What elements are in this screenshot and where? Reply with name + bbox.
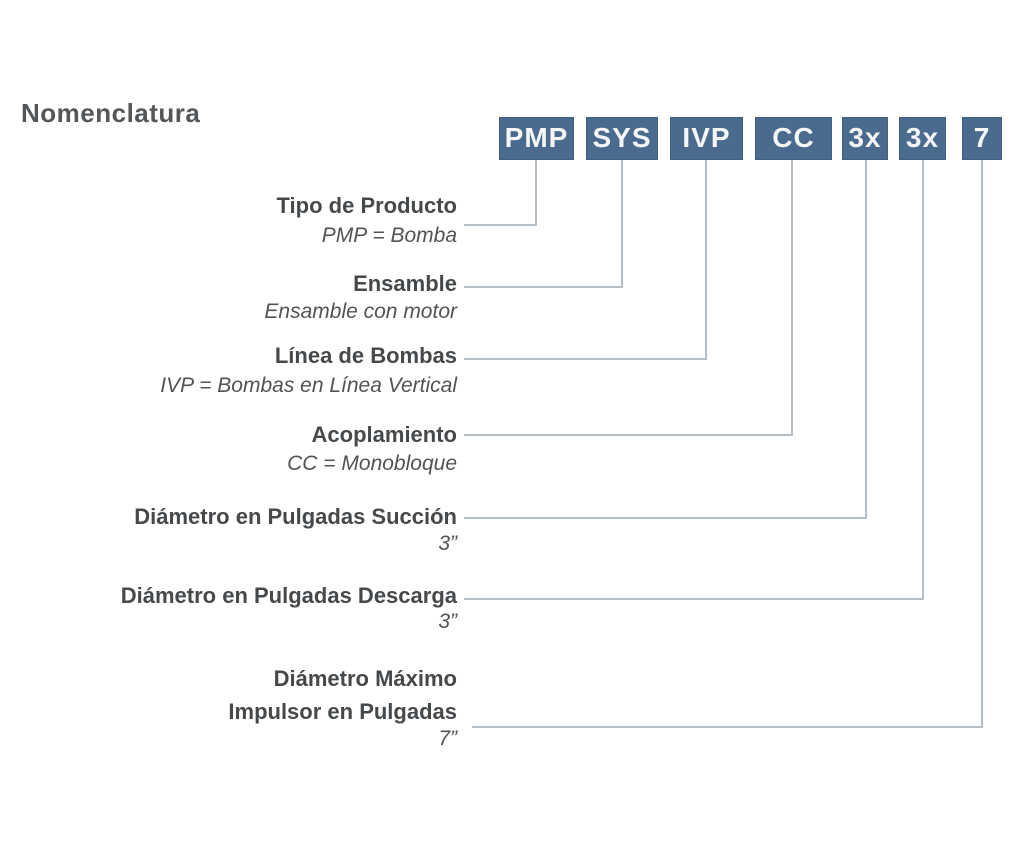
field-label-impeller-diameter-line2: Impulsor en Pulgadas xyxy=(228,699,457,724)
connector-line-coupling xyxy=(464,160,793,436)
field-sublabel-product-type: PMP = Bomba xyxy=(321,224,457,247)
connector-line-product-type xyxy=(464,160,537,226)
page-title: Nomenclatura xyxy=(21,98,201,128)
field-label-product-type: Tipo de Producto xyxy=(276,193,457,218)
code-box-pump-line: IVP xyxy=(670,117,743,160)
field-sublabel-assembly: Ensamble con motor xyxy=(264,300,457,323)
field-sublabel-pump-line: IVP = Bombas en Línea Vertical xyxy=(160,374,457,397)
field-label-assembly: Ensamble xyxy=(353,271,457,296)
connector-line-discharge-diameter xyxy=(464,160,924,600)
field-label-discharge-diameter: Diámetro en Pulgadas Descarga xyxy=(120,583,457,608)
field-label-impeller-diameter-line1: Diámetro Máximo xyxy=(273,666,457,691)
field-sublabel-suction-diameter: 3” xyxy=(438,532,457,555)
field-sublabel-coupling: CC = Monobloque xyxy=(287,452,457,475)
connector-line-impeller-diameter xyxy=(472,160,983,728)
code-box-assembly: SYS xyxy=(586,117,658,160)
field-label-suction-diameter: Diámetro en Pulgadas Succión xyxy=(134,504,457,529)
field-label-pump-line: Línea de Bombas xyxy=(274,343,457,368)
field-sublabel-discharge-diameter: 3” xyxy=(438,610,457,633)
connector-line-pump-line xyxy=(464,160,707,360)
field-label-coupling: Acoplamiento xyxy=(311,422,457,447)
connector-line-suction-diameter xyxy=(464,160,867,519)
code-box-impeller-diameter: 7 xyxy=(962,117,1002,160)
code-box-product-type: PMP xyxy=(499,117,574,160)
code-box-coupling: CC xyxy=(755,117,832,160)
field-sublabel-impeller-diameter: 7” xyxy=(438,727,457,750)
code-box-discharge-diameter: 3x xyxy=(899,117,946,160)
connector-line-assembly xyxy=(464,160,623,288)
code-box-suction-diameter: 3x xyxy=(842,117,888,160)
